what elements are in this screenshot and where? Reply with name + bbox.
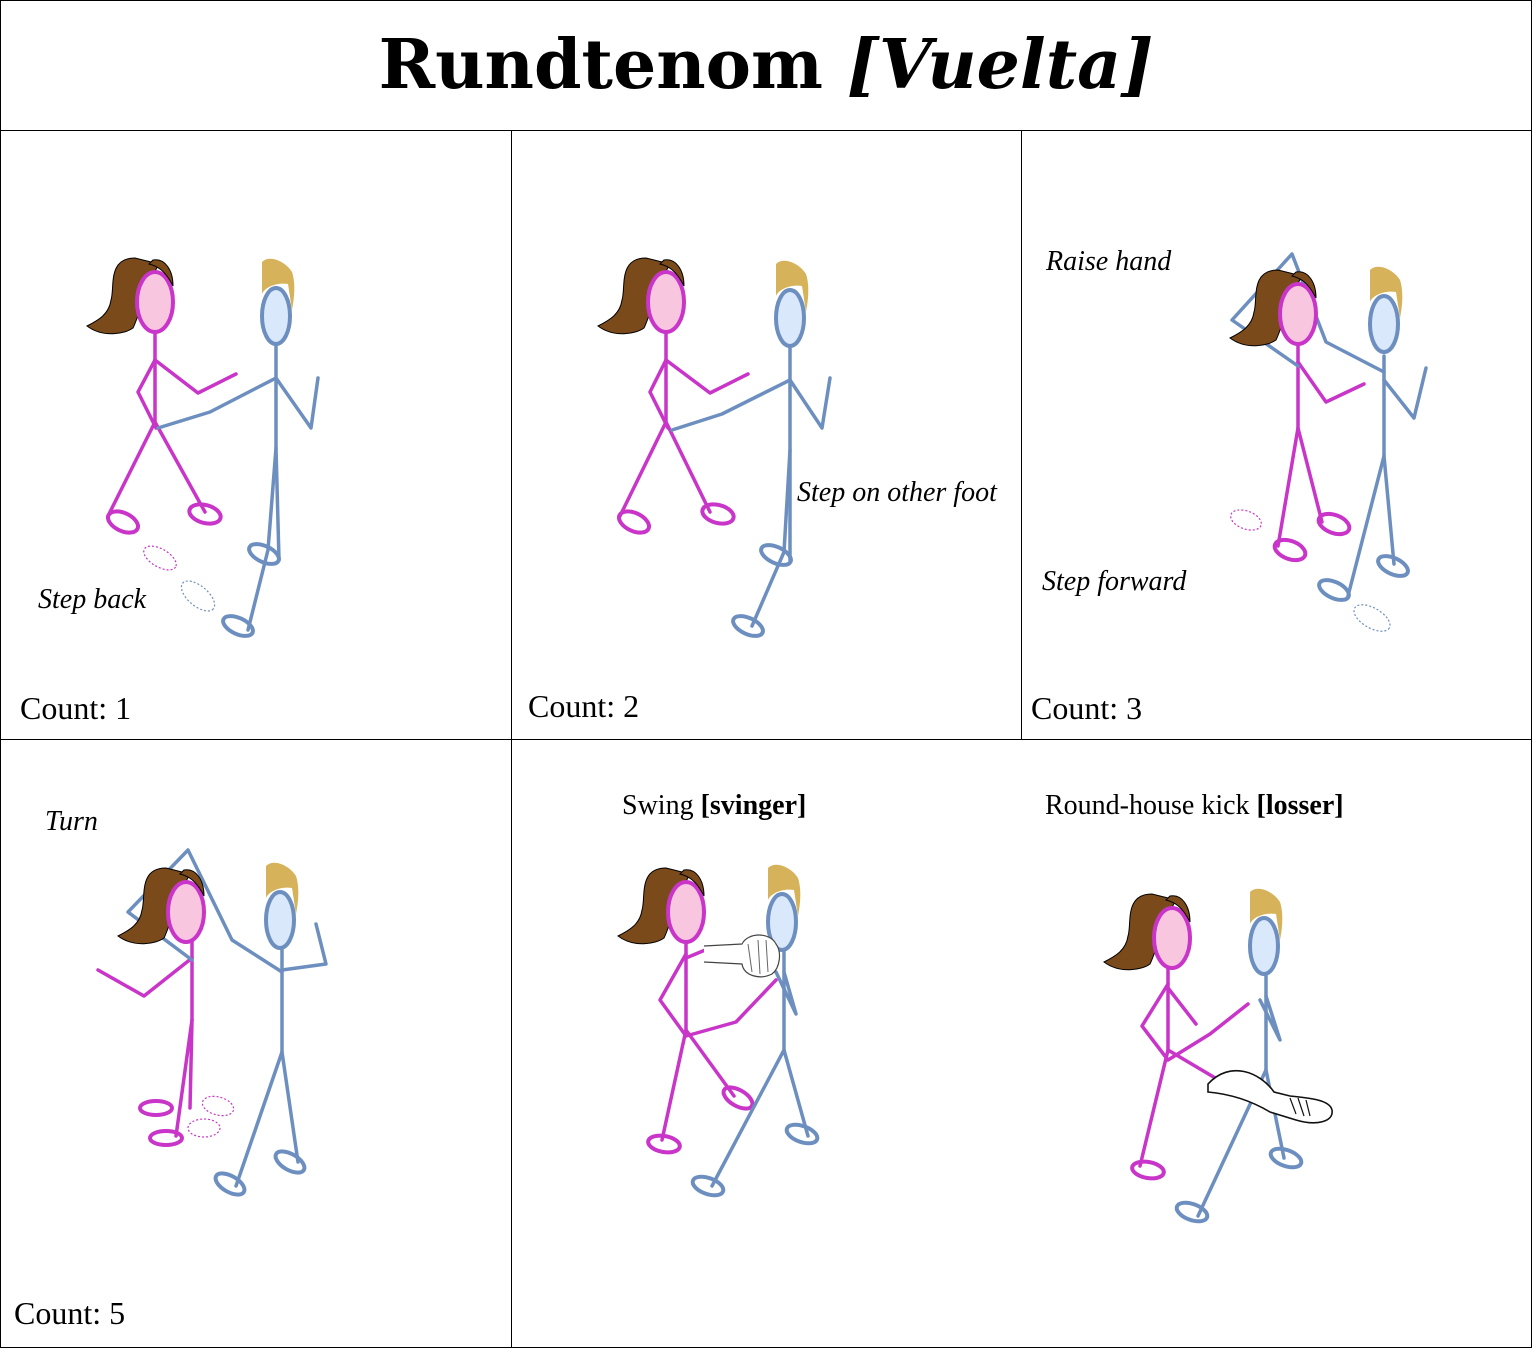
man-arm [774,970,798,1016]
man-arm-right [788,376,832,430]
label-step-other-foot: Step on other foot [797,477,997,508]
man-foot [1317,578,1351,602]
woman-arm-left [96,956,194,998]
woman-leg [664,420,712,514]
man-leg [280,1050,300,1164]
fist-icon [703,934,781,978]
count-1: Count: 1 [20,690,132,726]
woman-arm-left [136,358,158,430]
woman-foot [148,1129,184,1147]
man-foot-ghost [1353,604,1391,632]
man-leg [274,446,281,562]
woman-arm-right [1296,360,1366,404]
caption-swing: Swing [svinger] [622,790,807,821]
man-arm-left [670,378,792,432]
man-foot [221,614,255,638]
woman-body [618,328,668,518]
man-body [246,343,278,632]
woman-arm [1140,982,1250,1062]
woman-foot [700,502,736,526]
woman-arm-right [664,358,750,395]
title-main: Rundtenom [378,25,823,105]
woman-head [85,256,175,336]
woman-arm-right [153,358,238,395]
man-leg [782,1048,810,1138]
woman-arm-short [1166,986,1198,1026]
woman-head [116,866,206,946]
man-head [1368,264,1405,354]
man-foot [1268,1146,1304,1170]
man-arm-right [1382,366,1428,420]
woman-foot-ghost [1230,509,1262,531]
man-foot [784,1122,820,1146]
woman-body [1138,962,1170,1168]
man-body [750,346,792,628]
woman-foot-ghost [187,1118,221,1138]
man-body [234,948,284,1188]
woman-foot [187,502,223,526]
man-foot [247,542,281,566]
shoe-icon [1207,1069,1333,1124]
man-head [766,862,803,952]
woman-foot [1272,537,1308,563]
man-head [1248,886,1285,976]
man-arm-right [274,376,320,430]
man-foot [731,614,765,638]
woman-foot [646,1133,682,1155]
woman-arm [658,952,778,1038]
page-title: Rundtenom [Vuelta] [0,0,1532,130]
woman-foot-ghost [201,1095,235,1117]
woman-body [106,328,157,518]
man-leg [1382,454,1396,566]
label-step-forward: Step forward [1042,566,1187,597]
label-turn: Turn [45,806,98,837]
woman-leg [153,420,207,514]
label-step-back: Step back [38,584,147,615]
man-arm [1258,994,1282,1042]
man-foot-ghost [180,580,216,612]
woman-head [616,866,706,946]
man-head [260,256,297,346]
man-foot [273,1149,307,1175]
woman-foot [106,509,140,535]
man-head [774,258,811,348]
man-foot [213,1171,247,1197]
man-foot [690,1174,726,1198]
man-foot [1174,1200,1210,1224]
woman-foot-ghost [143,545,177,571]
caption-kick: Round-house kick [losser] [1045,790,1344,821]
count-2: Count: 2 [528,688,640,724]
woman-foot [721,1085,755,1111]
label-raise-hand: Raise hand [1046,246,1172,277]
title-italic: [Vuelta] [846,25,1154,105]
woman-head [596,256,686,336]
woman-leg [1296,426,1324,524]
woman-foot [1316,511,1352,537]
woman-arm-left [648,358,670,430]
man-arm-left [156,376,278,430]
woman-leg [188,1018,194,1110]
woman-body [660,938,688,1142]
woman-head [1102,892,1192,972]
woman-foot [138,1099,174,1117]
woman-foot [1130,1159,1166,1181]
count-3: Count: 3 [1031,690,1143,726]
count-5: Count: 5 [14,1295,126,1331]
man-body [710,950,786,1188]
woman-leg [684,1028,736,1098]
man-foot [759,543,793,567]
man-foot [1376,554,1410,578]
man-head [264,860,301,950]
man-arm-right [280,922,328,972]
woman-body [1276,340,1300,548]
woman-foot [617,509,651,535]
